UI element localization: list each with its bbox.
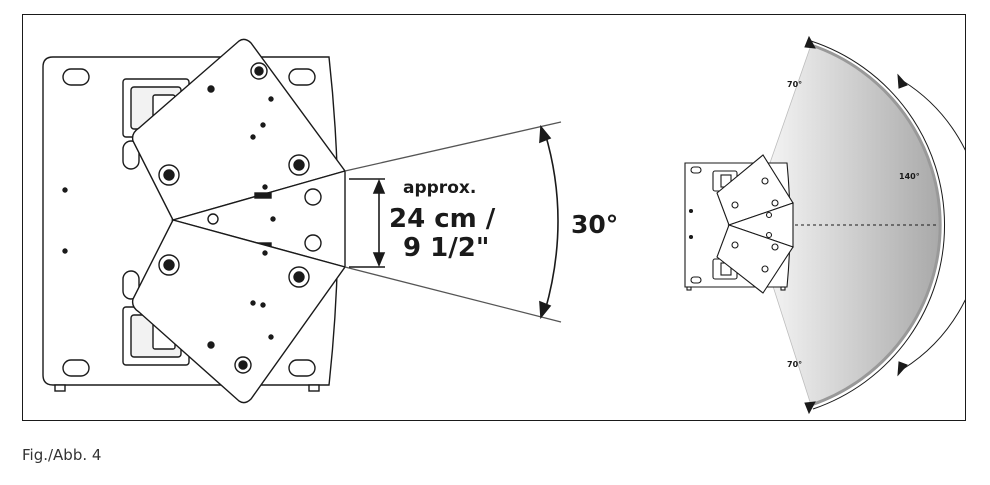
dimension-imperial-label: 9 1/2" — [403, 233, 489, 263]
handle-slot — [122, 270, 140, 300]
splay-line-upper — [344, 121, 562, 172]
dimension-metric-label: 24 cm / — [389, 204, 496, 234]
speaker-splay-diagram: approx. 24 cm / 9 1/2" 30° 70° 14 — [42, 35, 965, 415]
cabinet-foot — [308, 384, 320, 392]
splay-line-lower — [344, 266, 562, 323]
handle-slot — [288, 359, 316, 377]
figure-frame: approx. 24 cm / 9 1/2" 30° 70° 14 — [22, 14, 966, 421]
coverage-arrows — [804, 35, 965, 415]
right-assembly — [684, 154, 794, 294]
figure-caption: Fig./Abb. 4 — [22, 446, 102, 464]
splay-angle-label: 30° — [571, 210, 618, 239]
screw-dot — [62, 248, 68, 254]
approx-label: approx. — [403, 178, 476, 198]
handle-slot — [122, 140, 140, 170]
handle-slot — [62, 68, 90, 86]
splay-angle-arrow — [539, 124, 559, 320]
coverage-upper-label: 70° — [787, 80, 802, 89]
left-assembly — [42, 38, 347, 404]
top-unit-lower — [131, 219, 347, 404]
handle-slot — [288, 68, 316, 86]
coverage-lower-label: 70° — [787, 360, 802, 369]
coverage-arc-outer — [810, 43, 942, 407]
screw-dot — [62, 187, 68, 193]
top-unit-upper — [131, 38, 347, 221]
handle-slot — [62, 359, 90, 377]
cabinet-foot — [54, 384, 66, 392]
gap-dimension-arrow — [349, 178, 386, 268]
coverage-total-label: 140° — [899, 172, 920, 181]
